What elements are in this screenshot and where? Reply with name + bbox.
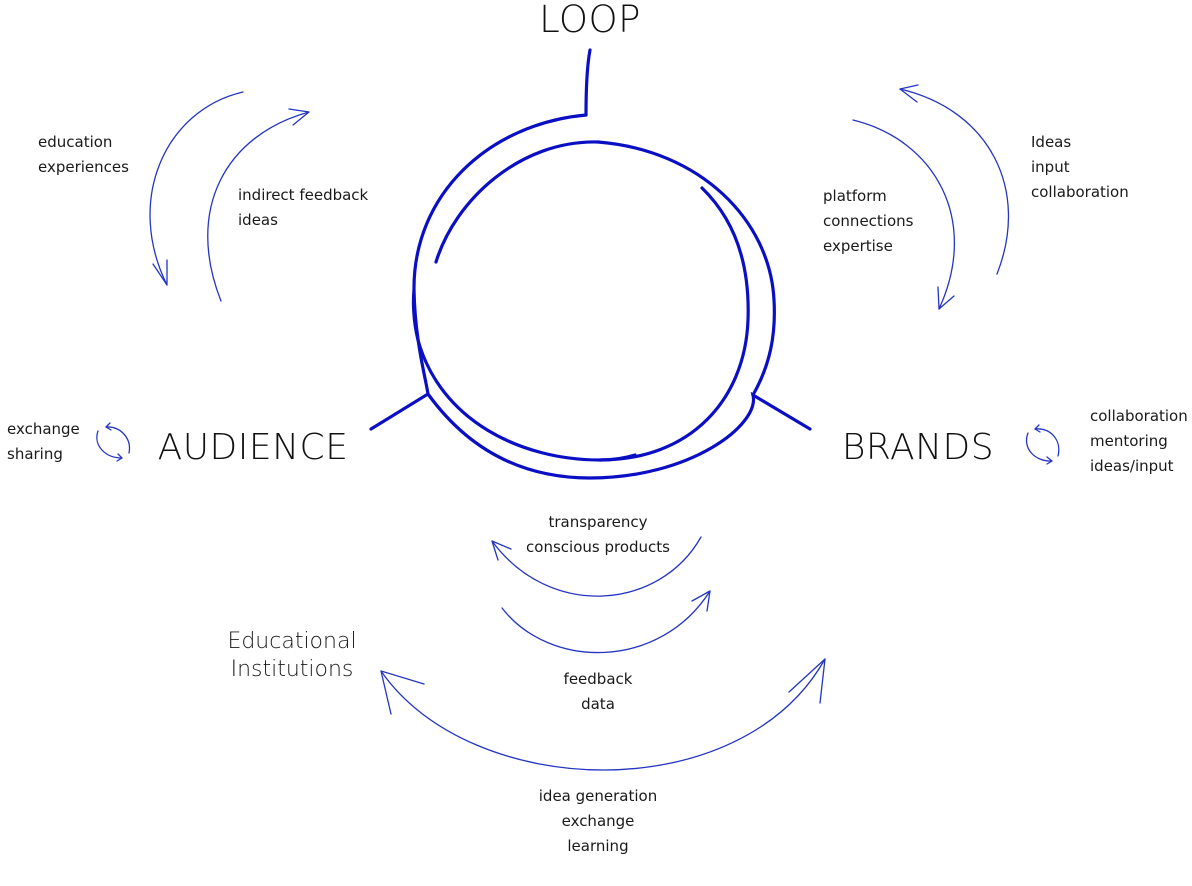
label-transparency: transparency (549, 513, 648, 531)
label-ideas: ideas (238, 211, 278, 229)
arrow-education-left-head (380, 670, 425, 715)
arrow-loop-to-audience-curve (149, 91, 244, 286)
loop-stem-path (584, 48, 592, 117)
diagram-title: LOOP (539, 0, 641, 41)
arrow-education-exchange (380, 658, 826, 771)
node-educational-institutions: Educational Institutions (227, 629, 356, 682)
loop-final (369, 48, 812, 480)
label-brands-to-loop: Ideas input collaboration (1031, 133, 1129, 201)
arrow-brands-to-loop-curve (899, 88, 1010, 275)
label-connections: connections (823, 212, 914, 230)
label-data: data (581, 695, 615, 713)
label-exchange-2: exchange (562, 812, 635, 830)
label-education: education (38, 133, 112, 151)
node-brands: BRANDS (842, 427, 994, 468)
loop-inner-bottom-end (598, 453, 637, 462)
arrow-audience-to-loop (207, 108, 310, 302)
label-indirect-feedback: indirect feedback (238, 186, 369, 204)
arrow-brands-to-audience-head (491, 540, 512, 561)
node-education-line-1: Educational (227, 629, 356, 654)
audience-cycle: exchange sharing (7, 420, 131, 463)
arrow-education-curve (380, 658, 826, 771)
label-audience-to-brands: feedback data (564, 670, 633, 713)
label-experiences: experiences (38, 158, 129, 176)
label-feedback: feedback (564, 670, 633, 688)
arrow-audience-to-brands (501, 590, 711, 654)
cycle-arrows-icon (1025, 424, 1060, 465)
cycle-arrows-icon (96, 422, 131, 462)
loop-outer-right-path (426, 391, 812, 480)
label-conscious-products: conscious products (526, 538, 670, 556)
label-audience-to-loop: indirect feedback ideas (238, 186, 369, 229)
arrow-audience-to-loop-curve (207, 111, 310, 302)
label-expertise: expertise (823, 237, 893, 255)
loop-inner-path (434, 140, 600, 264)
arrow-loop-to-brands-head (937, 286, 955, 310)
arrow-education-right-head (788, 658, 826, 704)
arrow-audience-to-brands-head (691, 590, 711, 612)
label-sharing: sharing (7, 445, 63, 463)
arrow-brands-to-audience-curve (491, 536, 702, 597)
label-loop-to-brands: platform connections expertise (823, 187, 914, 255)
loop-canvas (355, 40, 835, 492)
label-ideas-input: ideas/input (1090, 457, 1174, 475)
arrow-brands-to-loop-head (899, 84, 919, 103)
arrow-brands-to-loop (899, 84, 1010, 275)
label-ideas-cap: Ideas (1031, 133, 1071, 151)
loop-outer-rightside-path (596, 140, 776, 397)
arrow-loop-to-brands-curve (852, 119, 955, 310)
arrow-loop-to-audience-head (152, 259, 168, 286)
label-collaboration: collaboration (1031, 183, 1129, 201)
arrow-brands-to-audience (491, 536, 702, 597)
label-platform: platform (823, 187, 887, 205)
label-loop-to-audience: education experiences (38, 133, 129, 176)
arrow-loop-to-brands (852, 119, 955, 310)
arrow-audience-to-brands-curve (501, 590, 711, 654)
arrow-audience-to-loop-head (288, 108, 310, 126)
label-mentoring: mentoring (1090, 432, 1168, 450)
label-learning: learning (567, 837, 628, 855)
label-collaboration-2: collaboration (1090, 407, 1188, 425)
label-education-exchange: idea generation exchange learning (539, 787, 657, 855)
label-brands-to-audience: transparency conscious products (526, 513, 670, 556)
node-audience: AUDIENCE (158, 427, 349, 468)
node-education-line-2: Institutions (231, 657, 354, 682)
brands-cycle: collaboration mentoring ideas/input (1025, 407, 1188, 475)
arrow-loop-to-audience (149, 91, 244, 286)
label-idea-generation: idea generation (539, 787, 657, 805)
label-input: input (1031, 158, 1070, 176)
label-exchange: exchange (7, 420, 80, 438)
loop-outer-path (369, 113, 588, 431)
